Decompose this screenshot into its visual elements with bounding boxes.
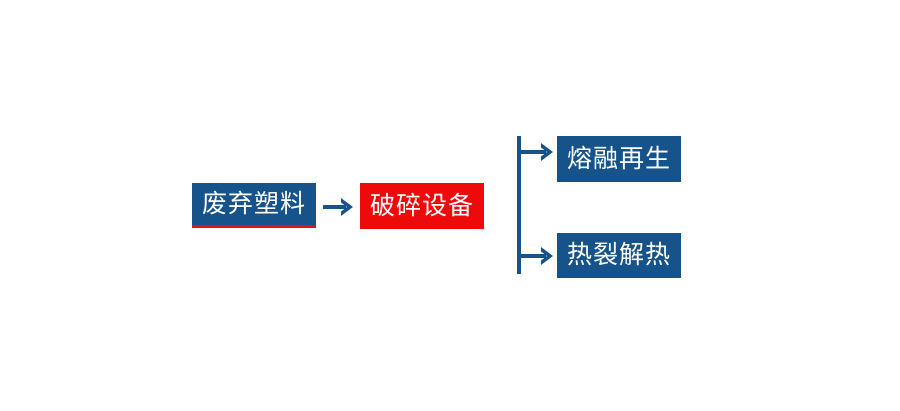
node-waste-plastic-label: 废弃塑料 [201, 189, 306, 218]
node-waste-plastic[interactable]: 废弃塑料 [192, 183, 316, 228]
node-pyrolysis-heat[interactable]: 热裂解热 [557, 233, 681, 278]
node-crushing-equipment-label: 破碎设备 [369, 191, 474, 220]
node-melt-regeneration[interactable]: 熔融再生 [557, 136, 681, 182]
arrow-input-to-crusher-icon [322, 193, 356, 221]
node-pyrolysis-heat-label: 热裂解热 [566, 241, 671, 269]
node-crushing-equipment[interactable]: 破碎设备 [360, 183, 484, 229]
node-melt-regeneration-label: 熔融再生 [566, 144, 671, 173]
